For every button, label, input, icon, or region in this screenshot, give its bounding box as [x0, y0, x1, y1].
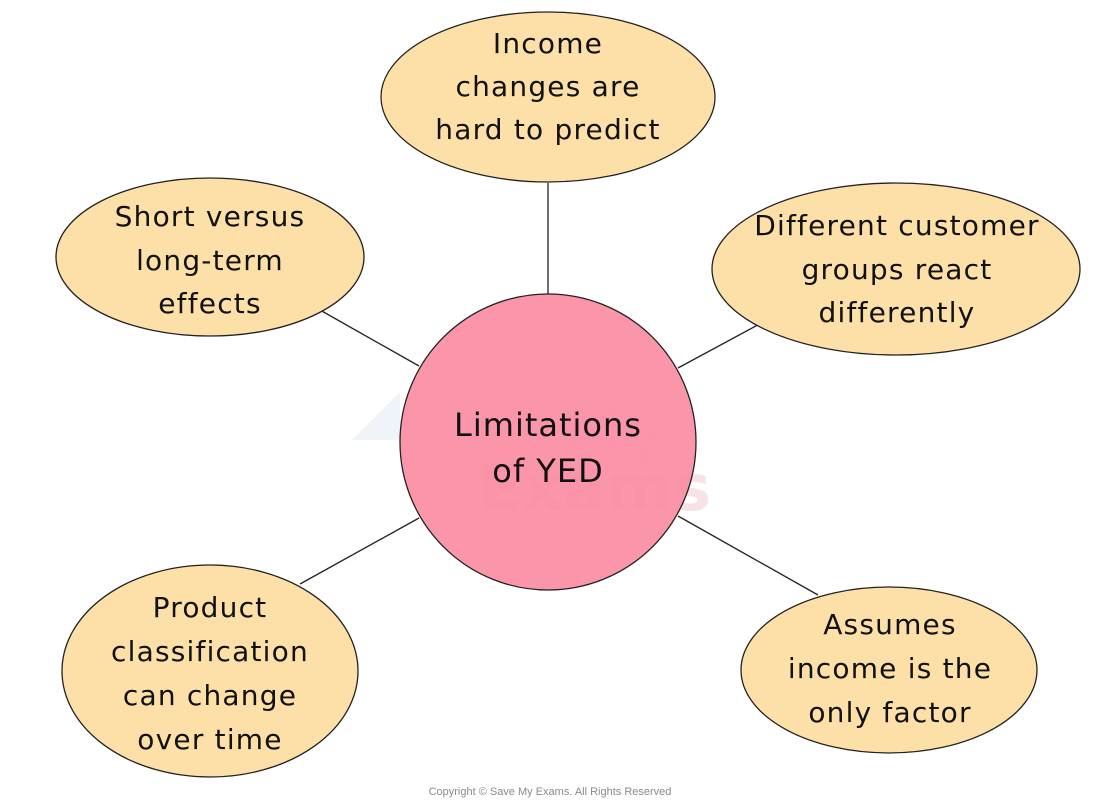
node-income-only-line-2: income is the — [788, 652, 992, 685]
node-product-classification-line-2: classification — [111, 635, 309, 668]
node-customer-groups-shape — [711, 182, 1081, 356]
node-short-long-shape — [55, 177, 365, 337]
node-product-classification-line-3: can change — [123, 679, 297, 712]
node-income-changes-line-2: changes are — [455, 70, 640, 103]
node-product-classification-line-1: Product — [153, 591, 268, 624]
node-short-long: Short versus long-term effects — [55, 177, 365, 337]
connector-lines — [299, 183, 819, 596]
node-customer-groups-line-3: differently — [819, 296, 976, 329]
node-short-long-line-3: effects — [158, 287, 262, 320]
node-customer-groups-line-1: Different customer — [754, 209, 1039, 242]
node-income-changes-shape — [380, 11, 716, 183]
node-product-classification: Product classification can change over t… — [61, 564, 359, 778]
node-short-long-line-2: long-term — [136, 244, 284, 277]
connector-short-long — [319, 309, 420, 367]
node-income-only-shape — [740, 586, 1038, 754]
node-income-only-line-1: Assumes — [823, 608, 957, 641]
center-node-line-1: Limitations — [454, 406, 642, 444]
node-product-classification-shape — [61, 564, 359, 778]
node-income-changes-line-3: hard to predict — [435, 113, 660, 146]
node-product-classification-line-4: over time — [137, 723, 282, 756]
connector-customer-groups — [677, 319, 768, 369]
node-short-long-line-1: Short versus — [115, 200, 306, 233]
node-income-only-line-3: only factor — [808, 696, 971, 729]
node-income-changes: Income changes are hard to predict — [380, 11, 716, 183]
connector-income-only — [677, 515, 819, 596]
copyright-footer: Copyright © Save My Exams. All Rights Re… — [428, 786, 672, 798]
node-customer-groups: Different customer groups react differen… — [711, 182, 1081, 356]
center-node-shape — [399, 293, 697, 591]
node-customer-groups-line-2: groups react — [802, 253, 993, 286]
center-node-line-2: of YED — [492, 452, 603, 490]
connector-product-classification — [299, 517, 420, 585]
center-node: Limitations of YED — [399, 293, 697, 591]
node-income-changes-line-1: Income — [493, 27, 603, 60]
node-income-only: Assumes income is the only factor — [740, 586, 1038, 754]
watermark-mark-shape — [352, 392, 400, 440]
